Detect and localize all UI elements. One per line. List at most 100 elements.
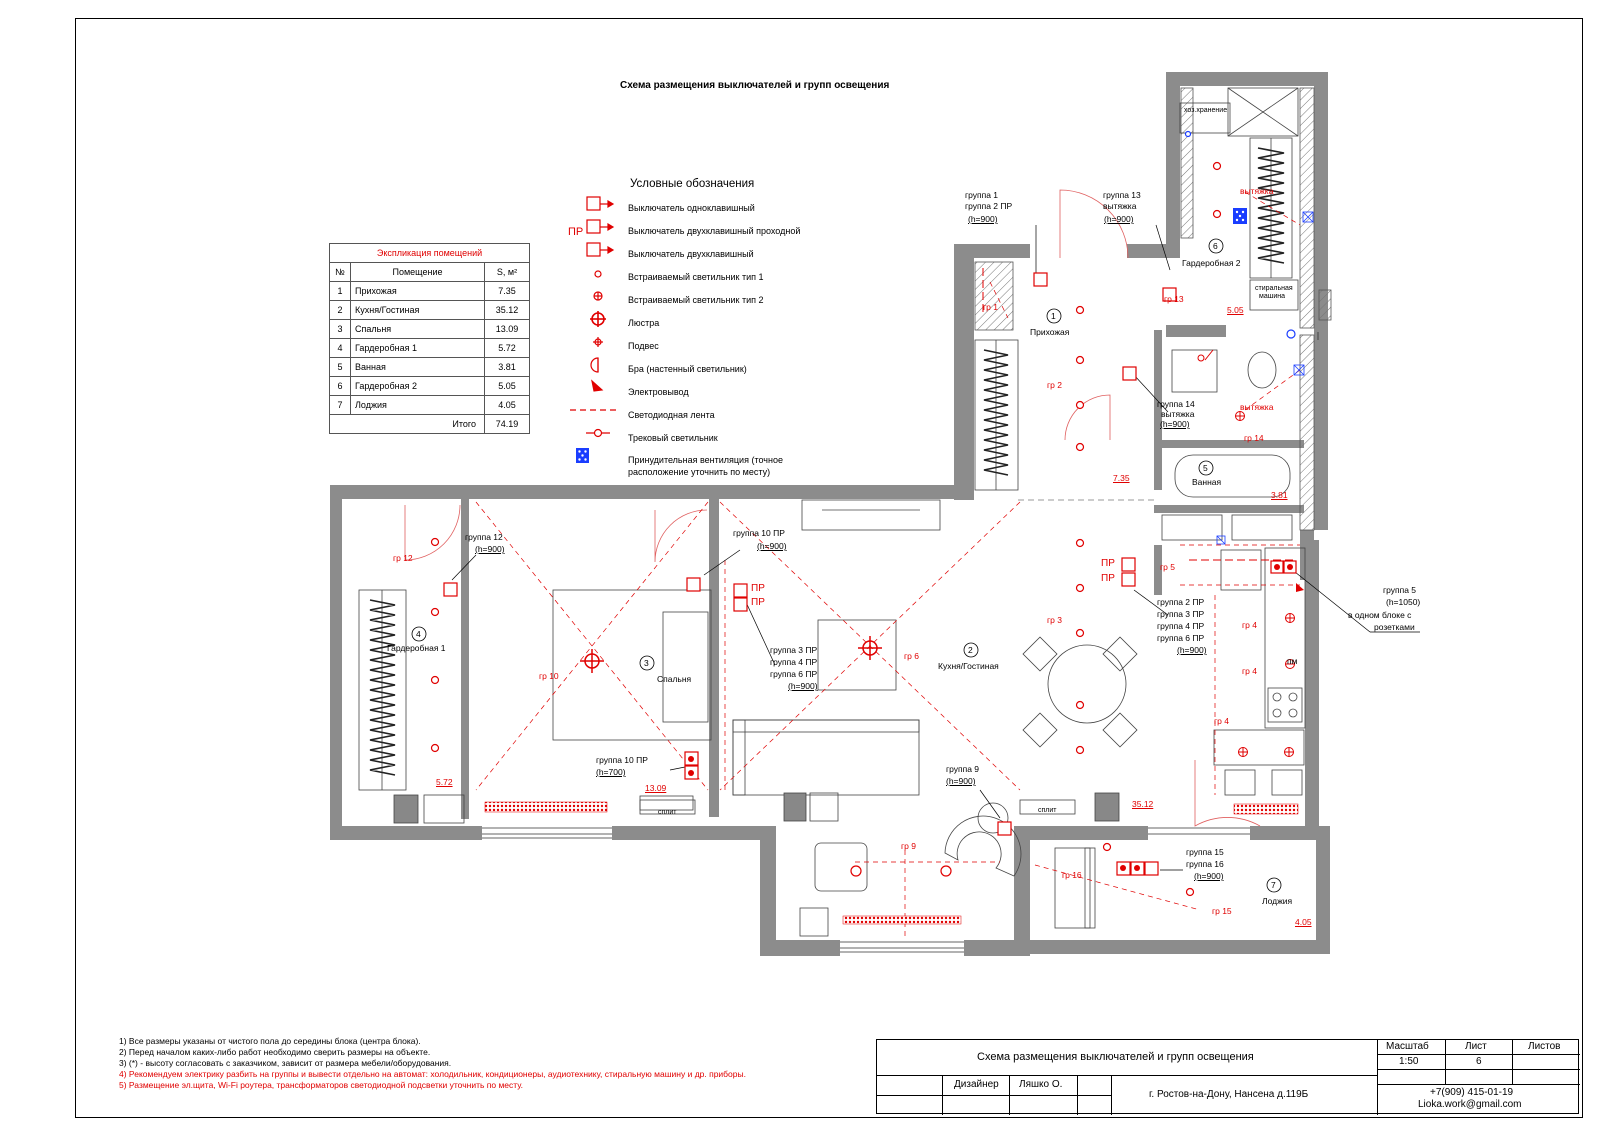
pr-label: ПР xyxy=(1101,573,1115,584)
notes: 1) Все размеры указаны от чистого пола д… xyxy=(119,1036,746,1091)
legend-item-switch-single: Выключатель одноклавишный xyxy=(628,203,755,213)
legend-item-recessed-2: Встраиваемый светильник тип 2 xyxy=(628,295,764,305)
sheet-label: Лист xyxy=(1465,1041,1487,1052)
callout-g5: группа 5 xyxy=(1383,585,1417,595)
tag-gr4: гр 4 xyxy=(1242,620,1257,630)
callout-g6pr-b: группа 6 ПР xyxy=(1157,633,1205,643)
callout-h900: (h=900) xyxy=(475,544,505,554)
explication-table: Экспликация помещений № Помещение S, м² … xyxy=(329,243,530,434)
callout-h900: (h=900) xyxy=(1104,214,1134,224)
room-1-number: 1 xyxy=(1051,311,1056,321)
scale-value: 1:50 xyxy=(1399,1056,1419,1067)
tag-gr9: гр 9 xyxy=(901,841,916,851)
callout-g3pr: группа 3 ПР xyxy=(770,645,818,655)
callout-g9: группа 9 xyxy=(946,764,980,774)
tag-gr12: гр 12 xyxy=(393,553,413,563)
callout-h900: (h=900) xyxy=(1160,419,1190,429)
table-header: Помещение xyxy=(350,262,485,282)
sheet-title: Схема размещения выключателей и групп ос… xyxy=(620,80,890,91)
sheets-label: Листов xyxy=(1528,1041,1561,1052)
furniture xyxy=(358,87,1306,937)
tag-gr14: гр 14 xyxy=(1244,433,1264,443)
tag-gr1: гр 1 xyxy=(983,302,998,312)
note-4: 4) Рекомендуем электрику разбить на груп… xyxy=(119,1069,746,1079)
room-2-number: 2 xyxy=(968,645,973,655)
callout-h900: (h=900) xyxy=(788,681,818,691)
washer-label-2: машина xyxy=(1259,293,1285,300)
tag-gr5: гр 5 xyxy=(1160,562,1175,572)
title-block-title: Схема размещения выключателей и групп ос… xyxy=(977,1051,1254,1063)
email: Lioka.work@gmail.com xyxy=(1418,1099,1522,1110)
legend-item-switch-double: Выключатель двухклавишный xyxy=(628,249,754,259)
callout-g15: группа 15 xyxy=(1186,847,1224,857)
pr-label: ПР xyxy=(751,583,765,594)
room-3-name: Спальня xyxy=(657,674,692,684)
room-5-number: 5 xyxy=(1203,463,1208,473)
callout-h900: (h=900) xyxy=(1177,645,1207,655)
tag-gr13: гр 13 xyxy=(1164,294,1184,304)
scale-label: Масштаб xyxy=(1386,1041,1429,1052)
callout-g10pr: группа 10 ПР xyxy=(733,528,785,538)
callout-h900: (h=900) xyxy=(757,541,787,551)
note-5: 5) Размещение эл.щита, Wi-Fi роутера, тр… xyxy=(119,1080,524,1090)
legend-symbols xyxy=(570,196,616,463)
room-5-area: 3.81 xyxy=(1271,490,1288,500)
tag-gr10: гр 10 xyxy=(539,671,559,681)
designer-name: Ляшко О. xyxy=(1019,1079,1063,1090)
room-3-area: 13.09 xyxy=(645,783,667,793)
room-2-area: 35.12 xyxy=(1132,799,1154,809)
callout-h900: (h=900) xyxy=(968,214,998,224)
room-2-name: Кухня/Гостиная xyxy=(938,661,999,671)
legend-item-recessed-1: Встраиваемый светильник тип 1 xyxy=(628,272,764,282)
callout-g1: группа 1 xyxy=(965,190,999,200)
room-1-area: 7.35 xyxy=(1113,473,1130,483)
room-1-name: Прихожая xyxy=(1030,327,1070,337)
room-5-name: Ванная xyxy=(1192,477,1222,487)
legend-item-switch-double-pass: Выключатель двухклавишный проходной xyxy=(628,226,801,236)
callout-g3pr-b: группа 3 ПР xyxy=(1157,609,1205,619)
legend-item-track-light: Трековый светильник xyxy=(628,433,718,443)
drawing-frame xyxy=(75,18,1583,1118)
callout-g6pr: группа 6 ПР xyxy=(770,669,818,679)
callout-g14-b: вытяжка xyxy=(1161,409,1195,419)
table-header: S, м² xyxy=(484,262,530,282)
tag-pm: пм xyxy=(1287,656,1298,666)
legend-item-ventilation-line2: расположение уточнить по месту) xyxy=(628,467,771,477)
explication-title: Экспликация помещений xyxy=(329,243,530,263)
tag-vytyazhka: вытяжка xyxy=(1240,186,1274,196)
walls xyxy=(330,72,1330,956)
room-6-number: 6 xyxy=(1213,241,1218,251)
tag-vytyazhka: вытяжка xyxy=(1240,402,1274,412)
legend-item-pendant: Подвес xyxy=(628,341,659,351)
callout-g13-b: вытяжка xyxy=(1103,201,1137,211)
callout-g10pr-b: группа 10 ПР xyxy=(596,755,648,765)
storage-label: хоз.хранение xyxy=(1184,107,1228,114)
switches xyxy=(443,272,1297,876)
tag-gr2: гр 2 xyxy=(1047,380,1062,390)
tag-gr4: гр 4 xyxy=(1242,666,1257,676)
ventilation-icon xyxy=(1233,208,1247,224)
legend-item-sconce: Бра (настенный светильник) xyxy=(628,364,747,374)
room-7-name: Лоджия xyxy=(1262,896,1293,906)
split-label-1: сплит xyxy=(658,809,677,816)
legend-pr-prefix: ПР xyxy=(568,226,584,238)
note-1: 1) Все размеры указаны от чистого пола д… xyxy=(119,1036,421,1046)
tag-gr15: гр 15 xyxy=(1212,906,1232,916)
callout-g13: группа 13 xyxy=(1103,190,1141,200)
callout-h900: (h=900) xyxy=(1194,871,1224,881)
callout-g5-c: розетками xyxy=(1374,622,1415,632)
note-3: 3) (*) - высоту согласовать с заказчиком… xyxy=(119,1058,452,1068)
callout-h900: (h=900) xyxy=(946,776,976,786)
callout-g14: группа 14 xyxy=(1157,399,1195,409)
legend-item-ventilation: Принудительная вентиляция (точное xyxy=(628,455,783,465)
tag-gr16: гр 16 xyxy=(1062,870,1082,880)
legend-vent-icon xyxy=(576,448,589,463)
